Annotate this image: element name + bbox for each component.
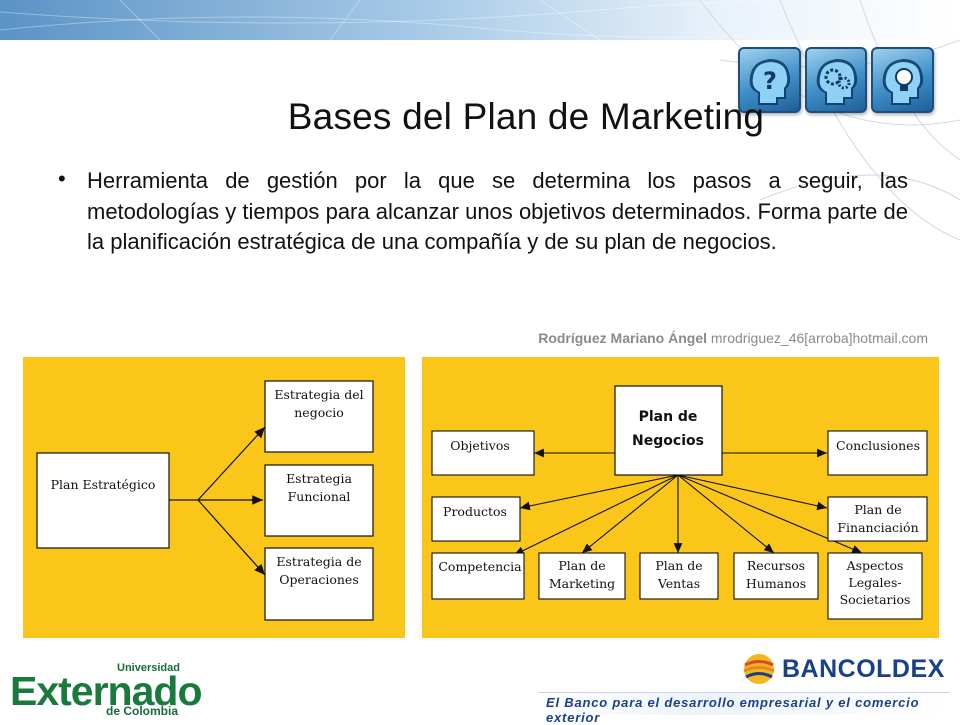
estrategia-negocio-line1: Estrategia del — [274, 387, 363, 402]
plan-estrategico-box: Plan Estratégico — [36, 452, 170, 549]
plan-negocios-line2: Negocios — [632, 433, 704, 449]
estrategia-operaciones-line1: Estrategia de — [276, 554, 361, 569]
plan-marketing-box: Plan de Marketing — [538, 552, 626, 600]
plan-estrategico-label: Plan Estratégico — [51, 477, 156, 492]
aspectos-legales-line2: Legales- — [848, 575, 901, 590]
externado-logo-sub: de Colombia — [106, 704, 179, 718]
credit-line: Rodríguez Mariano Ángel mrodriguez_46[ar… — [538, 330, 928, 346]
estrategia-funcional-line2: Funcional — [288, 489, 351, 504]
estrategia-operaciones-line2: Operaciones — [279, 572, 358, 587]
header-band — [0, 0, 960, 40]
bancoldex-name: BANCOLDEX — [782, 655, 945, 683]
objetivos-box: Objetivos — [431, 430, 535, 476]
conclusiones-box: Conclusiones — [827, 430, 928, 476]
strategic-plan-diagram: Plan Estratégico Estrategia del negocio … — [23, 357, 405, 638]
plan-marketing-line1: Plan de — [558, 558, 605, 573]
aspectos-legales-line3: Societarios — [840, 592, 911, 607]
productos-box: Productos — [431, 496, 521, 542]
business-plan-diagram: Plan de Negocios Objetivos Conclusiones … — [422, 357, 939, 638]
plan-financiacion-box: Plan de Financiación — [827, 496, 928, 542]
productos-label: Productos — [443, 504, 507, 519]
conclusiones-label: Conclusiones — [836, 438, 920, 453]
head-icons-group: ? — [738, 47, 935, 113]
estrategia-negocio-line2: negocio — [294, 405, 344, 420]
lightbulb-head-icon — [871, 47, 935, 113]
recursos-humanos-line2: Humanos — [746, 576, 806, 591]
header-pattern — [0, 0, 960, 40]
externado-logo: Universidad Externado de Colombia — [10, 660, 202, 720]
bancoldex-globe-icon — [743, 654, 775, 684]
credit-email: mrodriguez_46[arroba]hotmail.com — [710, 330, 928, 346]
bancoldex-logo: BANCOLDEX — [742, 650, 952, 690]
recursos-humanos-line1: Recursos — [747, 558, 805, 573]
objetivos-label: Objetivos — [450, 438, 510, 453]
bullet-item: • Herramienta de gestión por la que se d… — [58, 166, 908, 258]
competencia-label: Competencia — [438, 559, 522, 574]
plan-negocios-box: Plan de Negocios — [614, 385, 723, 476]
credit-name: Rodríguez Mariano Ángel — [538, 330, 707, 346]
plan-ventas-box: Plan de Ventas — [639, 552, 719, 600]
bancoldex-tagline-bar: El Banco para el desarrollo empresarial … — [538, 692, 950, 725]
bullet-marker: • — [58, 166, 66, 191]
aspectos-legales-line1: Aspectos — [846, 558, 904, 573]
plan-negocios-line1: Plan de — [639, 409, 698, 425]
externado-logo-top: Universidad — [117, 662, 180, 674]
estrategia-operaciones-box: Estrategia de Operaciones — [264, 547, 374, 621]
plan-ventas-line2: Ventas — [657, 576, 700, 591]
estrategia-negocio-box: Estrategia del negocio — [264, 380, 374, 453]
plan-financiacion-line2: Financiación — [837, 520, 918, 535]
competencia-box: Competencia — [431, 552, 525, 600]
estrategia-funcional-box: Estrategia Funcional — [264, 464, 374, 537]
recursos-humanos-box: Recursos Humanos — [733, 552, 819, 600]
question-head-icon: ? — [738, 47, 801, 113]
slide-title: Bases del Plan de Marketing — [287, 96, 765, 137]
aspectos-legales-box: Aspectos Legales- Societarios — [827, 552, 923, 620]
svg-text:?: ? — [763, 67, 777, 95]
externado-logo-main: Externado — [10, 668, 202, 714]
gears-head-icon — [804, 47, 868, 113]
estrategia-funcional-line1: Estrategia — [286, 471, 352, 486]
plan-ventas-line1: Plan de — [655, 558, 702, 573]
bullet-text: Herramienta de gestión por la que se det… — [87, 168, 908, 254]
plan-financiacion-line1: Plan de — [854, 502, 901, 517]
bancoldex-tagline: El Banco para el desarrollo empresarial … — [546, 695, 920, 725]
plan-marketing-line2: Marketing — [549, 576, 615, 591]
